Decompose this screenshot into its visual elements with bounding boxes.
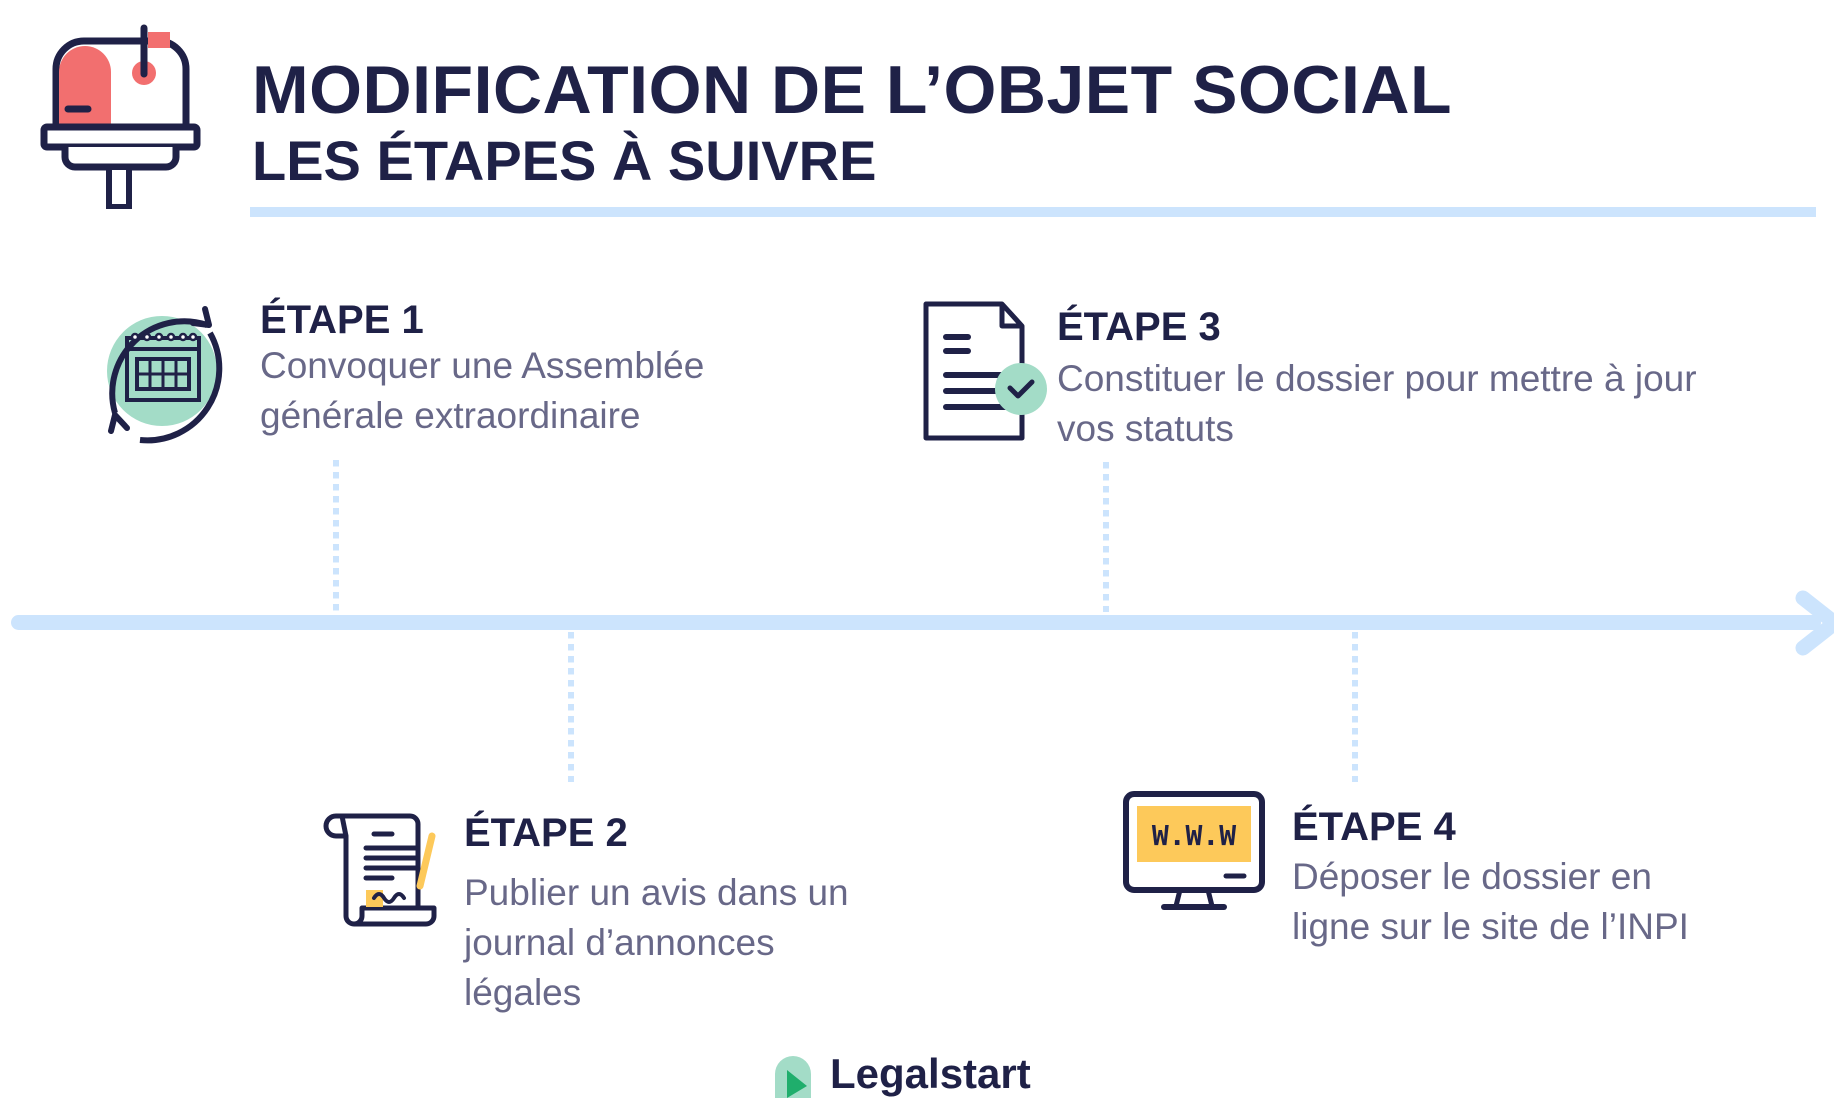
- document-check-icon: [922, 300, 1052, 445]
- page-title: MODIFICATION DE L’OBJET SOCIAL: [252, 52, 1452, 128]
- step-4-label: ÉTAPE 4: [1292, 805, 1456, 849]
- connector-step-4: [1352, 632, 1358, 782]
- step-1: ÉTAPE 1 Convoquer une Assemblée générale…: [85, 293, 785, 453]
- step-2-description-line-3: légales: [464, 972, 582, 1013]
- monitor-screen-text: W.W.W: [1152, 819, 1236, 852]
- step-2-label: ÉTAPE 2: [464, 811, 628, 855]
- timeline-arrow: [11, 615, 1821, 630]
- arrow-head-icon: [1795, 590, 1834, 656]
- step-1-label: ÉTAPE 1: [260, 298, 424, 342]
- step-3-description-line-1: Constituer le dossier pour mettre à jour: [1057, 358, 1697, 399]
- connector-step-3: [1103, 462, 1109, 612]
- legalstart-logo-icon: [775, 1056, 817, 1098]
- step-1-description-line-2: générale extraordinaire: [260, 395, 641, 436]
- connector-step-2: [568, 632, 574, 782]
- step-3: ÉTAPE 3 Constituer le dossier pour mettr…: [922, 300, 1822, 460]
- page-subtitle: LES ÉTAPES À SUIVRE: [252, 129, 877, 192]
- legalstart-brand-text: Legalstart: [830, 1050, 1031, 1097]
- calendar-cycle-icon: [85, 293, 240, 448]
- monitor-www-icon: W.W.W: [1122, 790, 1267, 912]
- scroll-pen-icon: [322, 808, 442, 928]
- step-4-description-line-2: ligne sur le site de l’INPI: [1292, 906, 1689, 947]
- step-4-description-line-1: Déposer le dossier en: [1292, 856, 1652, 897]
- title-underline: [250, 207, 1816, 217]
- connector-step-1: [333, 460, 339, 612]
- step-3-description-line-2: vos statuts: [1057, 408, 1234, 449]
- step-3-label: ÉTAPE 3: [1057, 305, 1221, 349]
- step-1-description-line-1: Convoquer une Assemblée: [260, 345, 705, 386]
- step-2-description-line-2: journal d’annonces: [464, 922, 775, 963]
- legalstart-logo: Legalstart: [775, 1050, 1075, 1098]
- step-4: W.W.W ÉTAPE 4 Déposer le dossier en lign…: [1122, 790, 1834, 950]
- step-2-description-line-1: Publier un avis dans un: [464, 872, 849, 913]
- mailbox-icon: [38, 24, 203, 210]
- step-2: ÉTAPE 2 Publier un avis dans un journal …: [322, 808, 942, 1018]
